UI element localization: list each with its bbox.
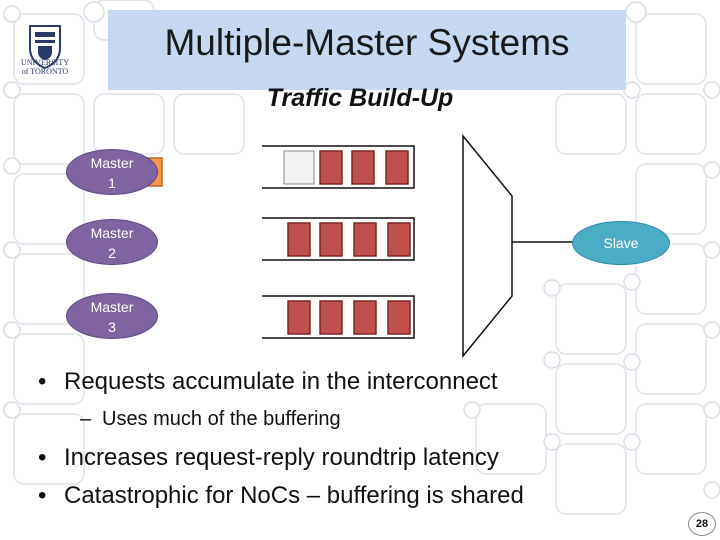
request-cell bbox=[351, 150, 375, 185]
request-cell bbox=[353, 222, 377, 257]
slave-node: Slave bbox=[572, 221, 670, 265]
sub-bullet-1: –Uses much of the buffering bbox=[80, 408, 341, 431]
sub-bullet-1-text: Uses much of the buffering bbox=[102, 408, 341, 430]
request-cell bbox=[385, 150, 409, 185]
request-cell bbox=[319, 300, 343, 335]
master-1-label: Master bbox=[90, 155, 134, 171]
queue-2-requests bbox=[287, 222, 411, 257]
master-2-label: Master bbox=[90, 225, 134, 241]
request-cell bbox=[319, 150, 343, 185]
master-2-number: 2 bbox=[108, 245, 116, 261]
master-2: Master 2 bbox=[66, 219, 158, 265]
logo-wordmark: UNIVERSITY of TORONTO bbox=[6, 58, 84, 76]
queue-3-requests bbox=[287, 300, 411, 335]
university-of-toronto-logo bbox=[29, 25, 61, 70]
queue-1-outline bbox=[262, 145, 415, 189]
master-1: Master 1 bbox=[66, 149, 158, 195]
page-number: 28 bbox=[688, 512, 716, 536]
request-cell bbox=[319, 222, 343, 257]
request-cell bbox=[387, 300, 411, 335]
master-1-number: 1 bbox=[108, 175, 116, 191]
request-cell bbox=[287, 222, 311, 257]
queue-1-empty-slot bbox=[283, 150, 315, 185]
bullet-3-text: Catastrophic for NoCs – buffering is sha… bbox=[64, 482, 524, 509]
queue-3-outline bbox=[262, 295, 415, 339]
queue-1-requests bbox=[319, 150, 409, 185]
bullet-marker: • bbox=[38, 482, 47, 509]
master-3-number: 3 bbox=[108, 319, 116, 335]
request-cell bbox=[387, 222, 411, 257]
dash-marker: – bbox=[80, 408, 92, 430]
bullet-3: • Catastrophic for NoCs – buffering is sh… bbox=[38, 482, 524, 510]
logo-line-1: UNIVERSITY bbox=[21, 58, 69, 67]
bullet-2-text: Increases request-reply roundtrip latenc… bbox=[64, 444, 499, 471]
logo-line-2: of TORONTO bbox=[21, 67, 69, 76]
bullet-marker: • bbox=[38, 444, 47, 471]
master-3-label: Master bbox=[90, 299, 134, 315]
bullet-1: • Requests accumulate in the interconnect bbox=[38, 368, 498, 396]
slide-subtitle: Traffic Build-Up bbox=[266, 84, 454, 112]
title-banner bbox=[108, 10, 626, 90]
queue-2-outline bbox=[262, 217, 415, 261]
multiplexer bbox=[462, 133, 513, 359]
master-3: Master 3 bbox=[66, 293, 158, 339]
request-cell bbox=[353, 300, 377, 335]
slide-title: Multiple-Master Systems bbox=[164, 22, 570, 63]
request-cell bbox=[287, 300, 311, 335]
bullet-1-text: Requests accumulate in the interconnect bbox=[64, 368, 498, 395]
bullet-2: • Increases request-reply roundtrip laten… bbox=[38, 444, 499, 472]
bullet-marker: • bbox=[38, 368, 47, 395]
